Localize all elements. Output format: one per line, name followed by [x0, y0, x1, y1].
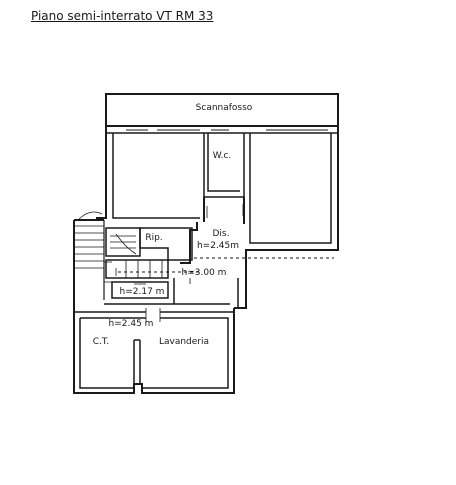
stair-curve: [115, 233, 137, 255]
label-h-stair: h=3.00 m: [182, 268, 227, 278]
label-h-mid: h=2.17 m: [120, 287, 165, 297]
window-1: [126, 125, 148, 131]
label-lavanderia: Lavanderia: [159, 337, 209, 347]
stair-lower: [105, 259, 169, 279]
left-stair: [74, 225, 104, 269]
left-arch: [77, 211, 103, 221]
label-wc: W.c.: [213, 151, 232, 161]
inner-wall-left: [112, 133, 200, 219]
outer-wall-left: [73, 220, 235, 394]
label-scannafosso: Scannafosso: [196, 103, 253, 113]
plan-title: Piano semi-interrato VT RM 33: [31, 9, 214, 23]
window-2: [157, 125, 200, 131]
window-4: [266, 125, 328, 131]
dis-walls: [180, 197, 245, 264]
outer-wall: [96, 126, 339, 309]
door-ticks: [104, 204, 244, 322]
label-ct: C.T.: [93, 337, 109, 347]
label-h-lower: h=2.45 m: [109, 319, 154, 329]
lavanderia-divider: [133, 339, 141, 384]
label-rip: Rip.: [145, 233, 162, 243]
stair-steps-upper: [110, 235, 136, 249]
inner-wall-right: [249, 133, 332, 244]
label-h-dis: h=2.45m: [197, 241, 239, 251]
wc-walls: [203, 133, 245, 198]
stair-block: [105, 227, 141, 257]
label-dis: Dis.: [213, 229, 230, 239]
window-3: [211, 125, 229, 131]
ct-lav-inner: [79, 317, 229, 389]
stair-lower-steps: [125, 260, 163, 278]
middle-wall: [104, 278, 239, 308]
middle-room: [111, 281, 169, 299]
